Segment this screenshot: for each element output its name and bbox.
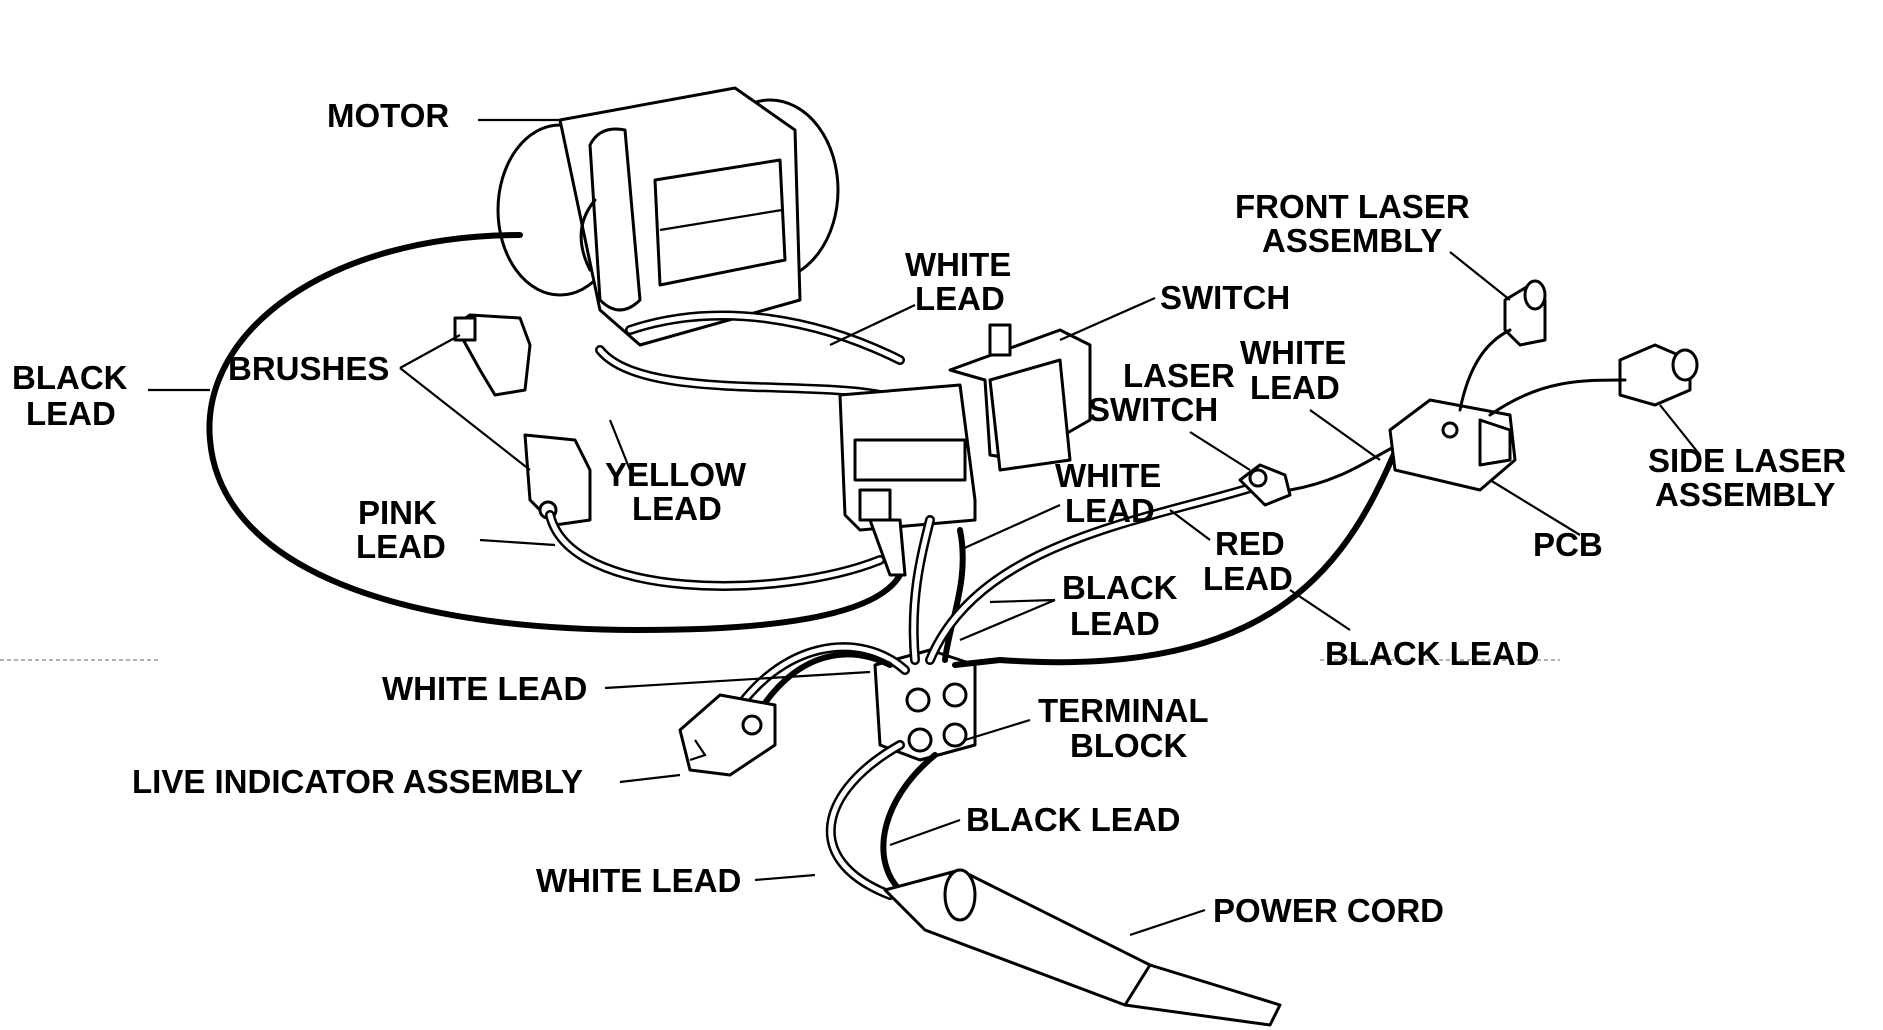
leader-laser-switch (1189, 431, 1251, 471)
label-black-lead-left-1: BLACK (12, 359, 128, 396)
label-red-lead-1: RED (1215, 525, 1285, 562)
label-yellow-lead-1: YELLOW (605, 456, 747, 493)
leader-live-indicator (619, 773, 681, 784)
black-lead-switch-terminal (942, 527, 966, 663)
label-white-lead-bottom: WHITE LEAD (536, 862, 741, 899)
label-side-laser-2: ASSEMBLY (1655, 476, 1835, 513)
leader-white-lead-left (604, 670, 871, 690)
leader-black-lead-mid-2 (959, 598, 1056, 642)
brush-lower (523, 433, 592, 527)
black-lead-cord (880, 752, 938, 893)
laser-switch (1238, 463, 1292, 507)
label-pcb: PCB (1533, 526, 1603, 563)
label-black-lead-bottom: BLACK LEAD (966, 801, 1180, 838)
label-front-laser-2: ASSEMBLY (1262, 222, 1442, 259)
leader-white-lead-right (1309, 409, 1381, 461)
leader-pcb (1489, 479, 1581, 536)
leader-switch (1059, 296, 1156, 342)
side-laser-assembly (1488, 343, 1699, 417)
front-laser-assembly (1458, 279, 1547, 412)
label-white-lead-right-1: WHITE (1240, 334, 1346, 371)
label-red-lead-2: LEAD (1203, 560, 1293, 597)
switch-assembly (838, 323, 1092, 577)
motor (496, 86, 840, 347)
leader-white-lead-bottom (754, 873, 816, 882)
label-white-lead-mid-1: WHITE (1055, 457, 1161, 494)
label-switch: SWITCH (1160, 279, 1290, 316)
leader-white-lead-top (829, 304, 916, 346)
label-front-laser-1: FRONT LASER (1235, 188, 1470, 225)
label-yellow-lead-2: LEAD (632, 490, 722, 527)
black-lead-pcb-terminal (952, 437, 1403, 668)
leader-white-lead-mid (959, 503, 1061, 552)
label-white-lead-right-2: LEAD (1250, 369, 1340, 406)
leader-side-laser (1659, 404, 1701, 456)
label-black-lead-right: BLACK LEAD (1325, 635, 1539, 672)
label-motor: MOTOR (327, 97, 449, 134)
label-white-lead-left: WHITE LEAD (382, 670, 587, 707)
leader-brushes-2 (399, 367, 531, 471)
label-black-lead-left-2: LEAD (26, 395, 116, 432)
label-power-cord: POWER CORD (1213, 892, 1444, 929)
leader-red-lead (1169, 509, 1211, 541)
pcb (1388, 398, 1517, 492)
label-pink-lead-2: LEAD (356, 528, 446, 565)
label-brushes: BRUSHES (228, 350, 389, 387)
live-indicator-assembly (678, 693, 777, 777)
black-lead-loop (206, 232, 903, 633)
label-black-lead-mid-1: BLACK (1062, 569, 1178, 606)
label-terminal-block-2: BLOCK (1070, 727, 1187, 764)
leader-front-laser (1449, 251, 1511, 301)
leader-yellow-lead (608, 419, 632, 471)
leader-black-lead-bottom (889, 818, 961, 847)
brush-upper (453, 313, 532, 397)
label-laser-switch-1: LASER (1123, 357, 1235, 394)
black-lead-live-indicator (757, 651, 893, 713)
label-live-indicator: LIVE INDICATOR ASSEMBLY (132, 763, 583, 800)
label-terminal-block-1: TERMINAL (1038, 692, 1208, 729)
label-white-lead-top-2: LEAD (915, 280, 1005, 317)
label-laser-switch-2: SWITCH (1088, 391, 1218, 428)
leader-terminal-block (964, 718, 1031, 742)
label-white-lead-top-1: WHITE (905, 246, 1011, 283)
leader-brushes-1 (399, 334, 461, 369)
label-side-laser-1: SIDE LASER (1648, 442, 1846, 479)
leader-pink-lead (479, 538, 556, 547)
power-cord (883, 868, 1282, 1027)
leader-power-cord (1129, 908, 1206, 937)
leader-black-lead-right (1289, 589, 1351, 631)
label-black-lead-mid-2: LEAD (1070, 605, 1160, 642)
label-pink-lead-1: PINK (358, 494, 437, 531)
label-white-lead-mid-2: LEAD (1065, 492, 1155, 529)
leader-black-lead-mid-1 (989, 598, 1056, 604)
